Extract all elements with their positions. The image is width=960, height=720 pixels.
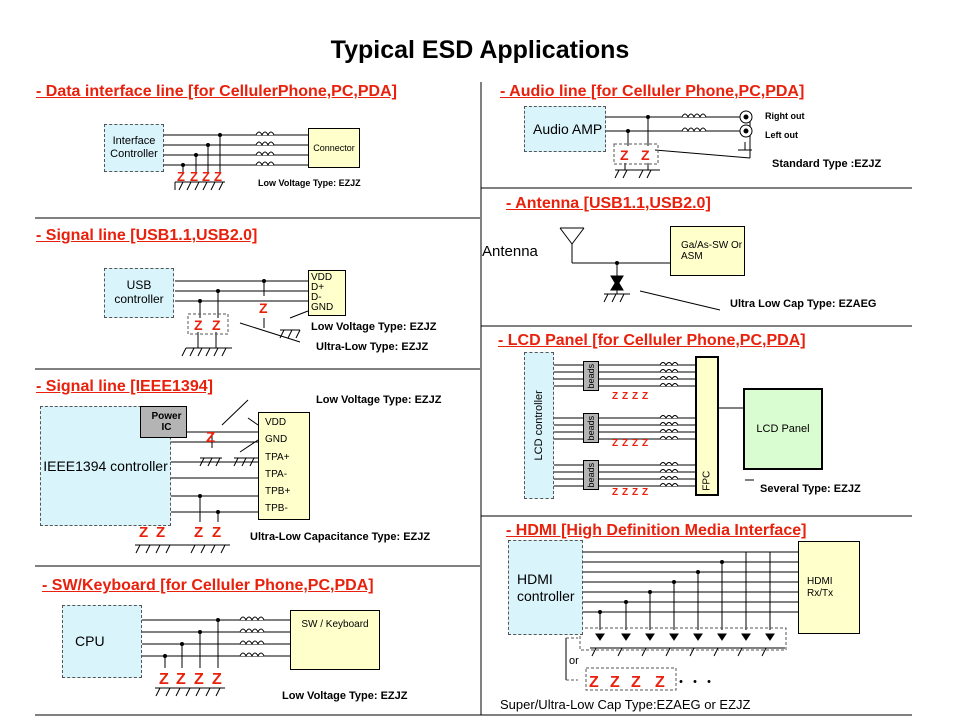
interface-controller-box: Interface Controller — [104, 124, 164, 172]
zener-mark: Z — [190, 169, 198, 184]
beads-label: beads — [585, 415, 596, 441]
section-heading-audio: - Audio line [for Celluler Phone,PC,PDA] — [500, 83, 805, 100]
zener-mark: Z — [214, 169, 222, 184]
zener-mark: Z — [206, 429, 215, 446]
zener-mark: Z — [612, 438, 618, 449]
zener-mark: Z — [612, 391, 618, 402]
section-heading-ieee1394: - Signal line [IEEE1394] — [36, 378, 213, 395]
zener-mark: Z — [642, 438, 648, 449]
usb-connector-box: VDD D+ D- GND — [308, 270, 346, 316]
ieee-pin-gnd: GND — [265, 434, 288, 446]
section-heading-data-interface: - Data interface line [for CellulerPhone… — [36, 83, 397, 100]
beads-box: beads — [583, 413, 599, 443]
zener-mark: Z — [610, 674, 620, 691]
zener-mark: Z — [212, 317, 221, 333]
sw-keyboard-note: Low Voltage Type: EZJZ — [282, 690, 408, 702]
usb-note-ultra-low: Ultra-Low Type: EZJZ — [316, 341, 429, 353]
beads-box: beads — [583, 460, 599, 490]
zener-mark: Z — [212, 671, 222, 688]
section-heading-usb: - Signal line [USB1.1,USB2.0] — [36, 227, 258, 244]
zener-mark: Z — [622, 487, 628, 498]
section-heading-sw-keyboard: - SW/Keyboard [for Celluler Phone,PC,PDA… — [42, 577, 374, 594]
fpc-label: FPC — [701, 470, 713, 491]
fpc-box: FPC — [695, 356, 719, 496]
gaas-switch-box: Ga/As-SW Or ASM — [670, 226, 745, 276]
zener-mark: Z — [139, 524, 148, 541]
ieee-pin-tpa-minus: TPA- — [265, 468, 288, 480]
ieee-pin-tpa-plus: TPA+ — [265, 451, 290, 463]
zener-mark: Z — [655, 674, 665, 691]
beads-box: beads — [583, 361, 599, 391]
right-out-label: Right out — [765, 111, 805, 121]
zener-mark: Z — [176, 671, 186, 688]
or-label: or — [569, 655, 579, 667]
hdmi-controller-box: HDMI controller — [508, 540, 583, 635]
usb-controller-box: USB controller — [104, 268, 174, 318]
zener-mark: Z — [632, 391, 638, 402]
zener-mark: Z — [642, 487, 648, 498]
audio-note: Standard Type :EZJZ — [772, 158, 882, 170]
usb-pin-dminus: D- — [311, 292, 322, 303]
usb-pin-gnd: GND — [311, 302, 334, 313]
zener-mark: Z — [612, 487, 618, 498]
cpu-box: CPU — [62, 605, 142, 678]
zener-mark: Z — [194, 671, 204, 688]
zener-mark: Z — [159, 671, 169, 688]
beads-label: beads — [585, 363, 596, 389]
ellipsis-label: ・・・ — [674, 674, 716, 690]
zener-mark: Z — [622, 438, 628, 449]
zener-mark: Z — [622, 391, 628, 402]
zener-mark: Z — [620, 147, 629, 163]
antenna-label: Antenna — [482, 243, 538, 260]
page-title: Typical ESD Applications — [330, 36, 630, 64]
connector-box: Connector — [308, 128, 360, 168]
usb-note-low-voltage: Low Voltage Type: EZJZ — [311, 321, 437, 333]
ieee-pin-tpb-plus: TPB+ — [265, 486, 291, 498]
zener-mark: Z — [212, 524, 221, 541]
usb-pin-vdd: VDD — [311, 272, 333, 283]
zener-mark: Z — [632, 487, 638, 498]
section-heading-hdmi: - HDMI [High Definition Media Interface] — [506, 522, 807, 539]
zener-mark: Z — [194, 317, 203, 333]
zener-mark: Z — [642, 391, 648, 402]
audio-amp-box: Audio AMP — [524, 106, 606, 152]
zener-mark: Z — [589, 674, 599, 691]
beads-label: beads — [585, 462, 596, 488]
antenna-note: Ultra Low Cap Type: EZAEG — [730, 298, 877, 310]
hdmi-note: Super/Ultra-Low Cap Type:EZAEG or EZJZ — [500, 697, 751, 712]
power-ic-box: Power IC — [140, 406, 187, 438]
zener-mark: Z — [632, 438, 638, 449]
ieee1394-connector-box: VDD GND TPA+ TPA- TPB+ TPB- — [258, 412, 310, 520]
zener-mark: Z — [259, 300, 268, 316]
ieee-pin-tpb-minus: TPB- — [265, 503, 288, 515]
keyboard-box: SW / Keyboard — [290, 610, 380, 670]
zener-mark: Z — [194, 524, 203, 541]
section-heading-antenna: - Antenna [USB1.1,USB2.0] — [506, 195, 711, 212]
ieee-pin-vdd: VDD — [265, 417, 287, 428]
data-interface-note: Low Voltage Type: EZJZ — [258, 178, 361, 188]
zener-mark: Z — [641, 147, 650, 163]
ieee-note-low-voltage: Low Voltage Type: EZJZ — [316, 394, 442, 406]
lcd-controller-box: LCD controller — [524, 352, 554, 499]
zener-mark: Z — [631, 674, 641, 691]
usb-pin-dplus: D+ — [311, 282, 325, 293]
section-heading-lcd: - LCD Panel [for Celluler Phone,PC,PDA] — [498, 332, 806, 349]
hdmi-rxtx-box: HDMI Rx/Tx — [798, 541, 860, 634]
lcd-panel-box: LCD Panel — [743, 388, 823, 470]
zener-mark: Z — [177, 169, 185, 184]
left-out-label: Left out — [765, 130, 798, 140]
ieee-note-ultra-low: Ultra-Low Capacitance Type: EZJZ — [250, 531, 431, 543]
lcd-controller-label: LCD controller — [532, 390, 545, 461]
lcd-note: Several Type: EZJZ — [760, 483, 861, 495]
zener-mark: Z — [156, 524, 165, 541]
zener-mark: Z — [202, 169, 210, 184]
